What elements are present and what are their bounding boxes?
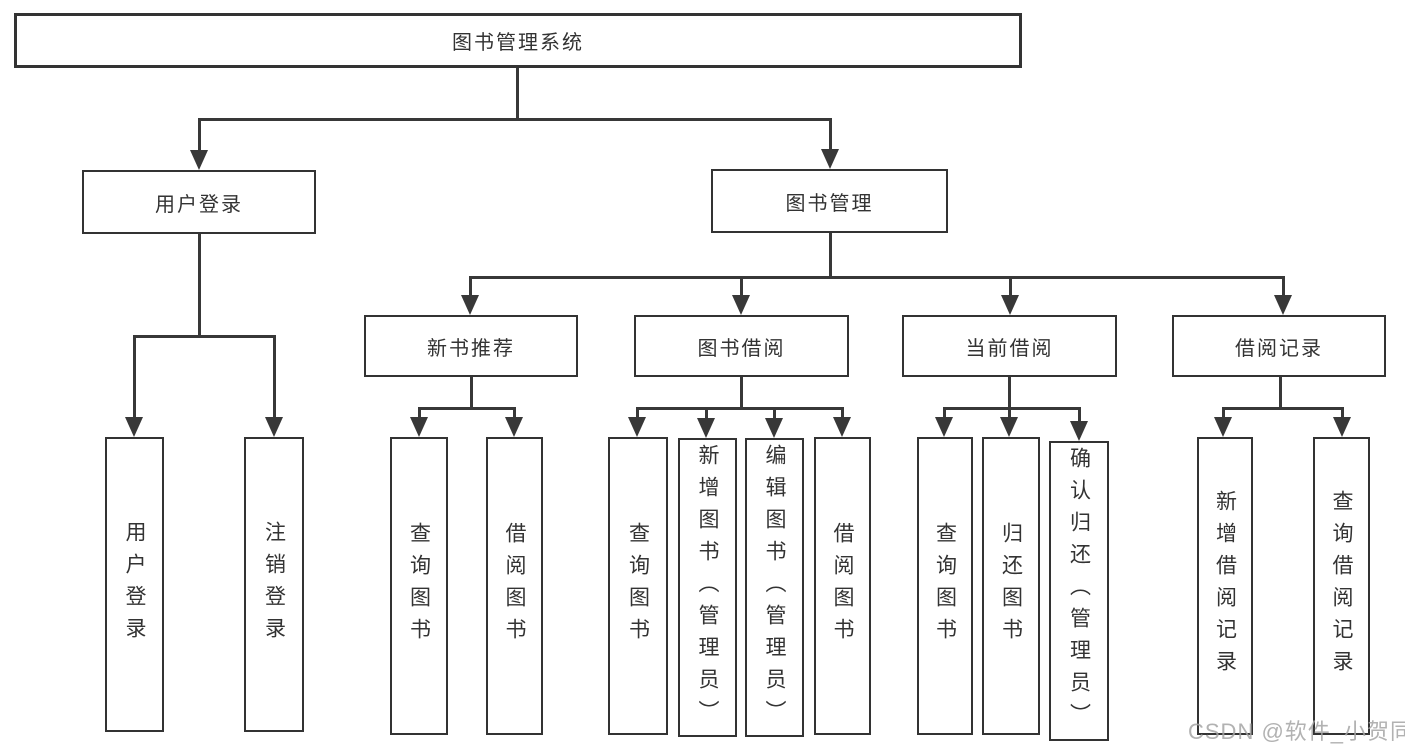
node-box-leaf-cb-query-books: 查询图书	[917, 437, 973, 735]
connector-line	[132, 335, 136, 419]
arrow-down-icon	[1001, 295, 1019, 315]
connector-line	[1221, 407, 1343, 410]
arrow-down-icon	[628, 417, 646, 437]
node-label-leaf-br-query-record: 查询借阅记录	[1330, 490, 1353, 682]
node-box-leaf-bb-edit-books: 编辑图书（管理员）	[745, 438, 804, 737]
connector-line	[417, 407, 421, 419]
connector-line	[468, 276, 1285, 279]
connector-line	[739, 377, 743, 410]
node-box-leaf-bb-borrow-books: 借阅图书	[814, 437, 871, 735]
arrow-down-icon	[935, 417, 953, 437]
node-box-leaf-rec-query-books: 查询图书	[390, 437, 448, 735]
node-box-current-borrow: 当前借阅	[902, 315, 1117, 377]
node-label-leaf-cb-return-books: 归还图书	[999, 522, 1023, 650]
connector-line	[772, 407, 776, 420]
connector-line	[197, 118, 832, 121]
connector-line	[942, 407, 1080, 410]
arrow-down-icon	[732, 295, 750, 315]
node-box-borrow-records: 借阅记录	[1172, 315, 1386, 377]
node-box-leaf-br-query-record: 查询借阅记录	[1313, 437, 1370, 735]
connector-line	[272, 335, 276, 419]
connector-line	[1077, 407, 1081, 423]
node-label-leaf-bb-edit-books: 编辑图书（管理员）	[763, 443, 786, 732]
node-label-leaf-cb-query-books: 查询图书	[933, 522, 957, 650]
node-box-book-mgmt-branch: 图书管理	[711, 169, 948, 233]
connector-line	[1007, 377, 1011, 410]
arrow-down-icon	[190, 150, 208, 170]
arrow-down-icon	[1214, 417, 1232, 437]
node-label-leaf-logout: 注销登录	[262, 520, 286, 649]
arrow-down-icon	[697, 418, 715, 438]
connector-line	[942, 407, 946, 419]
node-label-leaf-bb-borrow-books: 借阅图书	[831, 522, 854, 650]
node-label-book-borrow: 图书借阅	[697, 337, 786, 360]
connector-line	[635, 407, 639, 419]
connector-line	[828, 118, 832, 151]
arrow-down-icon	[1000, 417, 1018, 437]
node-box-leaf-cb-confirm-return: 确认归还（管理员）	[1049, 441, 1109, 741]
node-box-leaf-rec-borrow-books: 借阅图书	[486, 437, 543, 735]
node-box-leaf-br-add-record: 新增借阅记录	[1197, 437, 1253, 735]
watermark: CSDN @软件_小贺同学	[1188, 719, 1405, 744]
node-box-leaf-user-login: 用户登录	[105, 437, 164, 732]
connector-line	[1008, 276, 1012, 297]
connector-line	[1007, 407, 1011, 419]
node-box-user-login-branch: 用户登录	[82, 170, 316, 234]
connector-line	[739, 276, 743, 297]
node-box-leaf-bb-add-books: 新增图书（管理员）	[678, 438, 737, 737]
arrow-down-icon	[125, 417, 143, 437]
node-box-leaf-cb-return-books: 归还图书	[982, 437, 1040, 735]
connector-line	[1221, 407, 1225, 419]
node-box-book-borrow: 图书借阅	[634, 315, 849, 377]
arrow-down-icon	[461, 295, 479, 315]
arrow-down-icon	[410, 417, 428, 437]
node-label-new-book-rec: 新书推荐	[427, 337, 515, 360]
node-label-leaf-user-login: 用户登录	[123, 520, 146, 649]
connector-line	[197, 233, 201, 337]
arrow-down-icon	[265, 417, 283, 437]
arrow-down-icon	[505, 417, 523, 437]
arrow-down-icon	[1333, 417, 1351, 437]
connector-line	[132, 335, 276, 338]
connector-line	[1278, 377, 1282, 410]
arrow-down-icon	[1274, 295, 1292, 315]
connector-line	[197, 118, 201, 152]
arrow-down-icon	[821, 149, 839, 169]
connector-line	[469, 377, 473, 410]
node-box-leaf-bb-query-books: 查询图书	[608, 437, 668, 735]
node-label-borrow-records: 借阅记录	[1235, 337, 1323, 360]
node-label-user-login-branch: 用户登录	[155, 193, 243, 216]
connector-line	[1281, 276, 1285, 297]
connector-line	[515, 68, 519, 120]
arrow-down-icon	[833, 417, 851, 437]
arrow-down-icon	[1070, 421, 1088, 441]
connector-line	[512, 407, 516, 419]
connector-line	[840, 407, 844, 419]
node-label-leaf-bb-query-books: 查询图书	[626, 522, 650, 650]
connector-line	[704, 407, 708, 420]
node-label-leaf-rec-query-books: 查询图书	[407, 522, 431, 650]
connector-line	[468, 276, 472, 297]
arrow-down-icon	[765, 418, 783, 438]
connector-line	[1340, 407, 1344, 419]
node-label-leaf-cb-confirm-return: 确认归还（管理员）	[1067, 447, 1091, 735]
node-label-book-mgmt-branch: 图书管理	[785, 192, 874, 215]
node-label-leaf-br-add-record: 新增借阅记录	[1213, 490, 1237, 682]
connector-line	[417, 407, 516, 410]
node-box-new-book-rec: 新书推荐	[364, 315, 578, 377]
node-label-root: 图书管理系统	[452, 32, 584, 54]
connector-line	[635, 407, 843, 410]
node-label-leaf-bb-add-books: 新增图书（管理员）	[696, 443, 719, 732]
node-label-current-borrow: 当前借阅	[965, 337, 1054, 360]
connector-line	[828, 232, 832, 278]
node-label-leaf-rec-borrow-books: 借阅图书	[503, 522, 526, 650]
node-box-leaf-logout: 注销登录	[244, 437, 304, 732]
node-box-root: 图书管理系统	[14, 13, 1022, 68]
